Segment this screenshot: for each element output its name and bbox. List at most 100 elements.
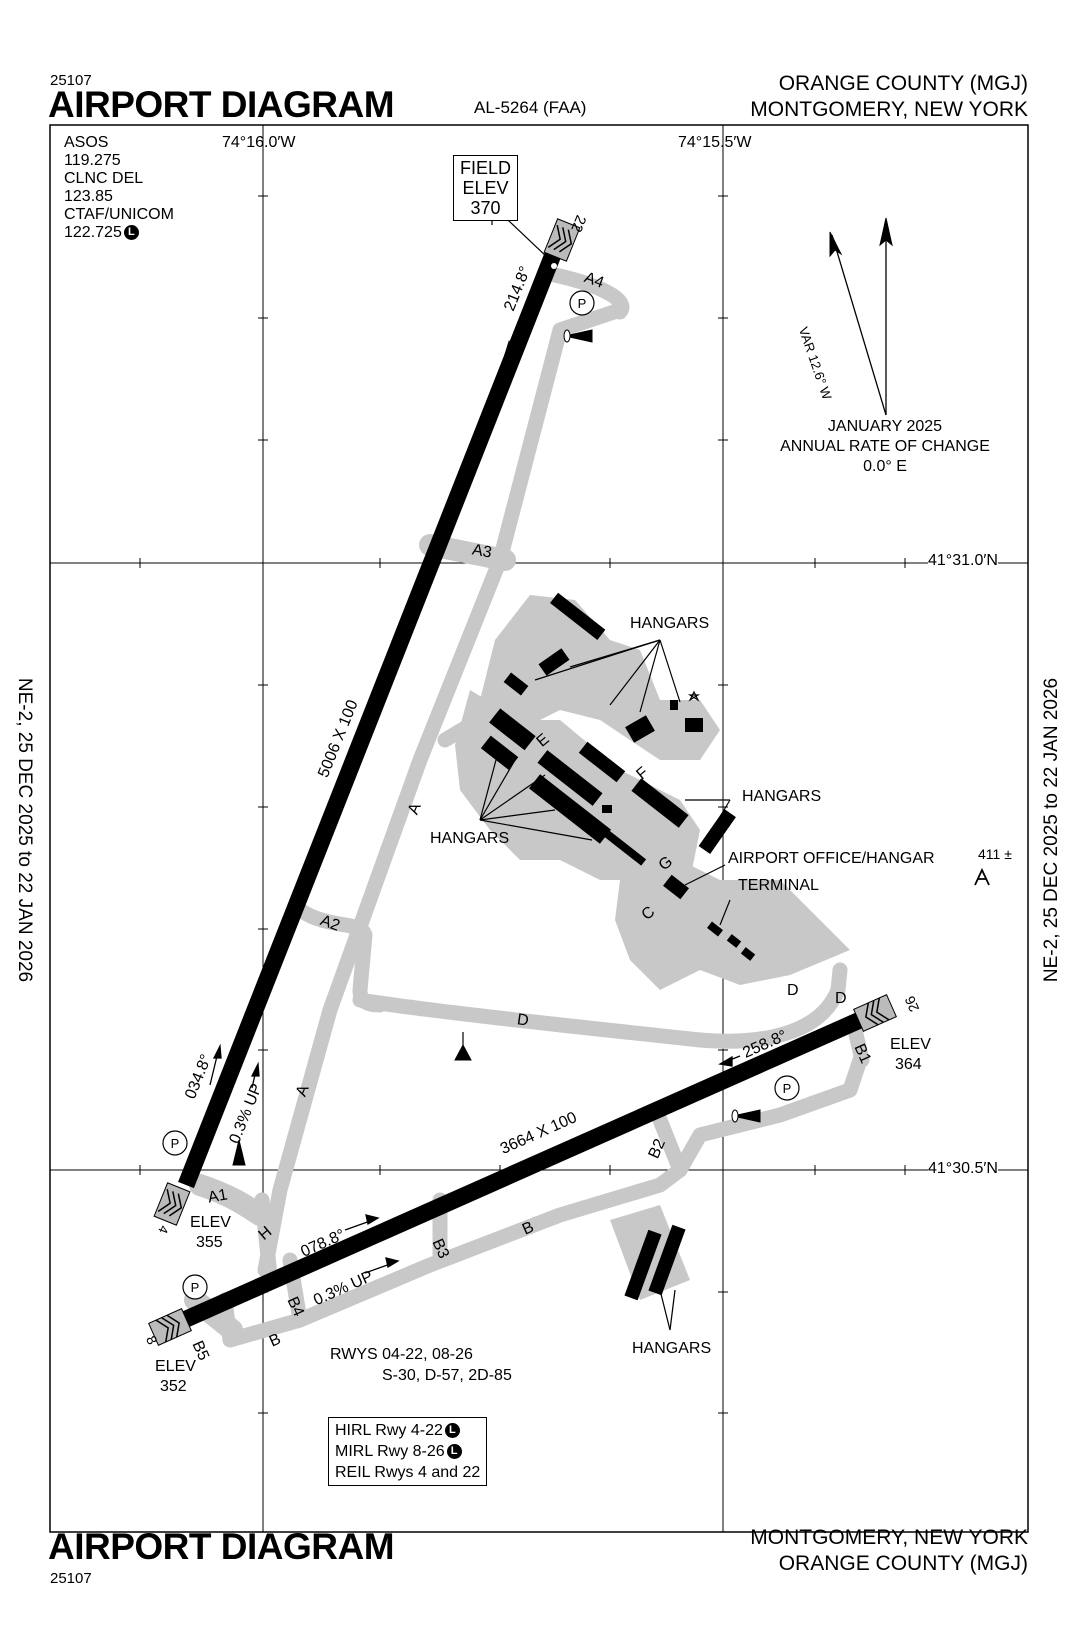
runways (148, 218, 897, 1346)
lighting-l-icon: L (444, 1423, 460, 1439)
title-top: AIRPORT DIAGRAM (48, 84, 395, 125)
lat-bottom: 41°30.5′N (928, 1160, 998, 1178)
runway-8-26 (180, 1012, 864, 1328)
rwy-4-elev: 355 (196, 1234, 223, 1251)
terminal-building (740, 947, 756, 961)
parking-icon (182, 1274, 208, 1300)
rwy-8-elev: 352 (160, 1378, 187, 1395)
mag-rate-value: 0.0° E (863, 458, 907, 475)
field-elev-value: 370 (470, 198, 501, 218)
hangar (670, 700, 678, 710)
chart-id-top: 25107 (50, 72, 92, 89)
lighting-note-reil: REIL Rwys 4 and 22 (335, 1464, 481, 1481)
hangar (503, 672, 529, 696)
buildings (480, 592, 756, 1301)
magnetic-north-line (831, 234, 887, 416)
taxiway-label-d: D (787, 982, 799, 999)
parking-symbols (162, 290, 800, 1300)
city-bottom: MONTGOMERY, NEW YORK (750, 1526, 1028, 1549)
hangars-label-north: HANGARS (630, 615, 710, 632)
runway-4-threshold (153, 1182, 191, 1226)
taxiway-a4 (547, 267, 630, 320)
lat-top: 41°31.0′N (928, 552, 998, 570)
runway-4-22 (178, 248, 562, 1189)
rwy-26-elev: 364 (895, 1056, 922, 1073)
airport-name-top: ORANGE COUNTY (MGJ) (778, 72, 1028, 95)
side-label-left: NE-2, 25 DEC 2025 to 22 JAN 2026 (14, 677, 35, 983)
hangar (489, 708, 536, 751)
runway-26-threshold (853, 994, 897, 1032)
parking-icon (774, 1075, 800, 1101)
side-label-right: NE-2, 25 DEC 2025 to 22 JAN 2026 (1041, 677, 1062, 983)
hangar (578, 741, 626, 783)
parking-label: P (171, 1136, 180, 1151)
rotating-beacon-icon (687, 690, 701, 702)
obstacle-icon (974, 867, 990, 886)
taxiway-label-d: D (515, 1011, 530, 1030)
airport-name-bottom: ORANGE COUNTY (MGJ) (778, 1552, 1028, 1575)
terminal-building (707, 921, 723, 937)
obstacle-elevation: 411 ± (978, 846, 1012, 862)
taxiway-b (217, 1052, 868, 1348)
runway-22-threshold (543, 218, 581, 262)
taxiway-label-a3: A3 (470, 541, 493, 562)
map-frame (49, 124, 1029, 1533)
ctaf-freq: 122.725 (64, 224, 122, 241)
runway-strength-line1: RWYS 04-22, 08-26 (330, 1346, 473, 1363)
parking-labels: P P P P (171, 296, 792, 1295)
windcones (232, 329, 990, 1166)
hangar (550, 592, 606, 640)
al-number: AL-5264 (FAA) (474, 98, 587, 117)
lon-right: 74°15.5′W (678, 134, 752, 151)
north-apron (480, 595, 720, 760)
hangar (698, 809, 736, 855)
hangars-label-west: HANGARS (430, 830, 510, 847)
mag-rate-label: ANNUAL RATE OF CHANGE (780, 438, 990, 455)
lighting-l-icon: L (446, 1444, 462, 1460)
taxiway-label-a1: A1 (206, 1186, 229, 1207)
hangars-label-south: HANGARS (632, 1340, 712, 1357)
taxiway-label-d: D (835, 990, 847, 1007)
hangar (528, 774, 612, 844)
windcone-icon (232, 1139, 246, 1166)
field-elev-line1: FIELD (460, 158, 512, 178)
parking-icon (162, 1130, 188, 1156)
rwy-26-elev-label: ELEV (890, 1036, 931, 1053)
wind-tee-icon (454, 1043, 472, 1061)
taxiway-b2 (652, 1112, 688, 1178)
parking-icon (569, 290, 595, 316)
asos-label: ASOS (64, 134, 109, 151)
hangar (685, 718, 703, 732)
windcone-icon (564, 329, 593, 343)
runway-strength-line2: S-30, D-57, 2D-85 (382, 1367, 512, 1384)
hangar (625, 715, 655, 743)
clnc-del-label: CLNC DEL (64, 170, 144, 187)
title-bottom: AIRPORT DIAGRAM (48, 1526, 395, 1567)
chart-id-bottom: 25107 (50, 1570, 92, 1587)
field-elev-line2: ELEV (462, 178, 509, 198)
field-elev-point (551, 263, 557, 269)
airport-office-hangar (663, 874, 689, 900)
field-elev-box: FIELD ELEV 370 (453, 155, 519, 221)
hangar (538, 648, 570, 676)
parking-label: P (191, 1280, 200, 1295)
mag-date: JANUARY 2025 (827, 418, 943, 435)
true-north-arrowhead (879, 217, 893, 247)
north-arrows (829, 217, 893, 416)
frequency-block: ASOS 119.275 CLNC DEL 123.85 CTAF/UNICOM… (64, 134, 174, 242)
heading-arrows (209, 329, 741, 1274)
parking-label: P (783, 1081, 792, 1096)
hangar (631, 778, 689, 828)
rwy-4-elev-label: ELEV (190, 1214, 231, 1231)
magnetic-north-arrowhead (829, 231, 843, 258)
taxiway-b1 (847, 1022, 870, 1068)
airport-office-label: AIRPORT OFFICE/HANGAR (728, 850, 935, 867)
leader-lines (479, 219, 731, 1331)
hangar (480, 735, 519, 770)
windcone-icon (732, 1109, 761, 1123)
